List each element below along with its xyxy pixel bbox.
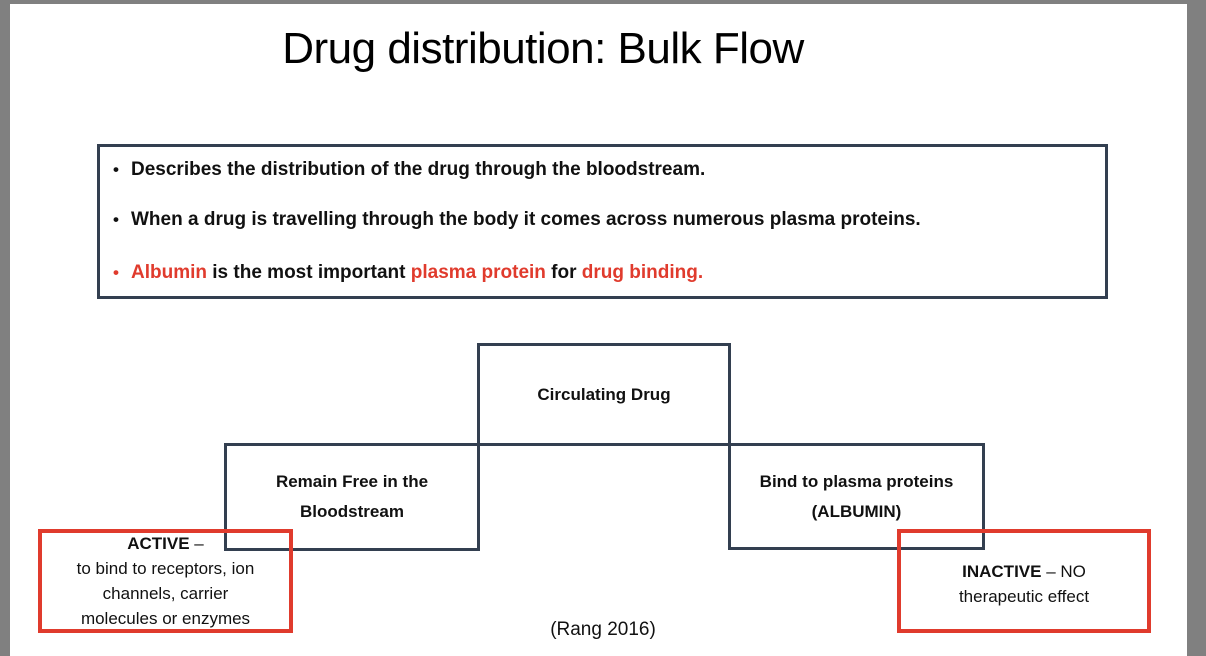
note-active-line: channels, carrier [102,584,229,603]
note-inactive-heading: INACTIVE – NO [962,559,1086,584]
bullet-marker: • [113,210,119,229]
window-frame-top [0,0,1206,4]
bullet-text-segment: is the most important [207,262,411,283]
note-active-heading-dash: – [189,534,204,553]
note-active-heading: ACTIVE – [127,531,204,556]
bullet-text: When a drug is travelling through the bo… [131,209,921,230]
flow-right-label-line1: Bind to plasma proteins [759,471,954,491]
window-frame-right [1187,0,1206,656]
note-inactive-heading-dash: – NO [1041,562,1086,581]
citation: (Rang 2016) [550,619,656,640]
flow-left-label-line2: Bloodstream [300,502,404,521]
note-active-box: ACTIVE – to bind to receptors, ion chann… [38,529,293,633]
flow-left-label-line1: Remain Free in the [275,472,429,491]
note-inactive-heading-word: INACTIVE [962,562,1042,581]
bullet-text-segment: . [697,262,704,283]
highlight-plasma-protein: plasma protein [410,262,546,283]
flow-left-box: Remain Free in the Bloodstream [224,443,480,551]
bullet-marker: • [113,160,119,179]
bullet-text: Albumin is the most important plasma pro… [131,261,703,285]
flow-root-label: Circulating Drug [537,384,671,404]
bullet-text: Describes the distribution of the drug t… [131,159,706,180]
bullet-box: • Describes the distribution of the drug… [97,144,1108,299]
note-inactive-box: INACTIVE – NO therapeutic effect [897,529,1151,633]
page-title: Drug distribution: Bulk Flow [282,24,804,73]
flow-root-box: Circulating Drug [477,343,731,446]
bullet-marker: • [113,263,119,282]
highlight-albumin: Albumin [131,262,207,283]
flow-right-label-line2: (ALBUMIN) [811,501,902,521]
note-active-line: to bind to receptors, ion [76,559,255,578]
note-active-line: molecules or enzymes [80,609,251,628]
highlight-drug-binding: drug binding [581,262,698,283]
bullet-text-segment: for [545,262,582,283]
note-active-heading-word: ACTIVE [127,534,190,553]
flow-right-box: Bind to plasma proteins (ALBUMIN) [728,443,985,550]
window-frame-left [0,0,10,656]
note-inactive-line: therapeutic effect [958,587,1090,606]
